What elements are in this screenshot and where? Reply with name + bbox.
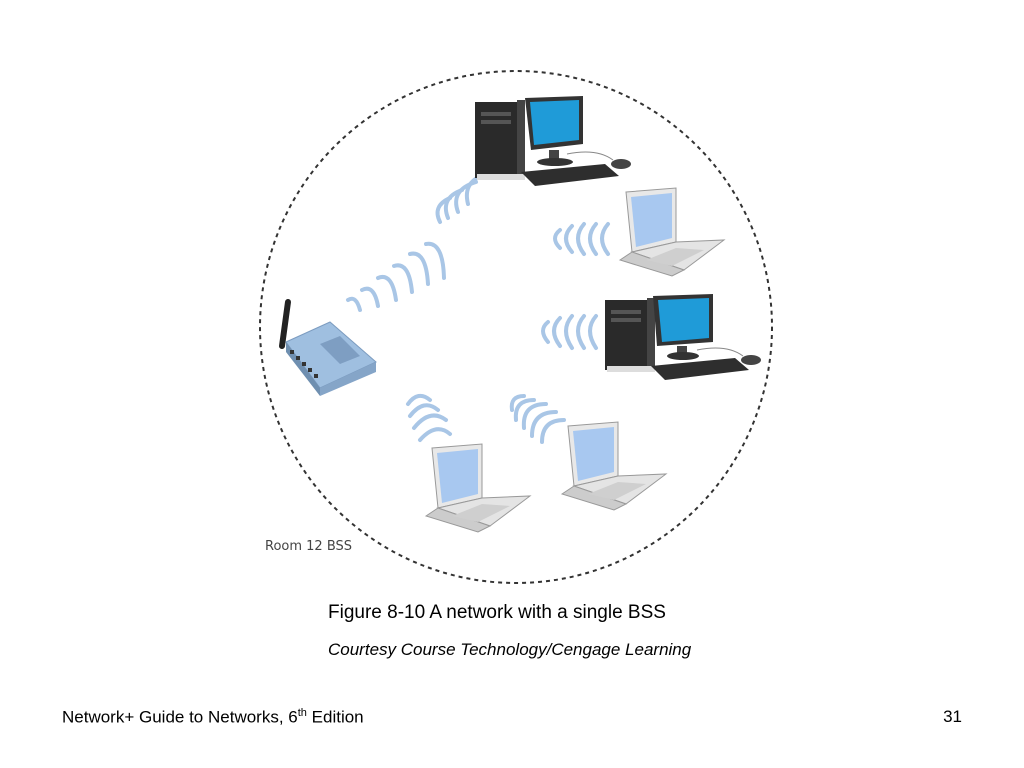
signal-laptop-1 — [553, 222, 610, 256]
figure-caption: Figure 8-10 A network with a single BSS — [328, 602, 666, 623]
router-ports — [290, 350, 318, 378]
mouse — [741, 355, 761, 365]
signal-router-to-desktop-1 — [346, 241, 446, 312]
laptop-screen — [437, 449, 478, 503]
bss-network-diagram: Room 12 BSS — [259, 70, 773, 584]
footer-book-title: Network+ Guide to Networks, 6th Edition — [62, 707, 364, 728]
bss-label: Room 12 BSS — [265, 539, 352, 554]
mouse — [611, 159, 631, 169]
access-point — [279, 299, 377, 396]
laptop-screen — [573, 427, 614, 481]
signal-desktop-1-arcs — [435, 172, 490, 224]
laptop-screen — [631, 193, 672, 247]
figure-credit: Courtesy Course Technology/Cengage Learn… — [328, 640, 692, 659]
desktop-computer-2 — [605, 294, 761, 380]
router-vent — [320, 336, 360, 364]
page-number: 31 — [943, 707, 962, 726]
keyboard — [651, 358, 749, 380]
signal-laptop-3 — [509, 394, 566, 444]
signal-laptop-2 — [406, 393, 452, 442]
antenna — [279, 299, 291, 349]
footer-book-suffix: Edition — [306, 707, 364, 727]
keyboard — [521, 164, 619, 186]
laptop-2 — [424, 443, 532, 533]
signal-waves — [346, 172, 610, 444]
footer-book-prefix: Network+ Guide to Networks, 6 — [62, 707, 298, 727]
footer-book-sup: th — [297, 707, 307, 719]
signal-desktop-2 — [541, 314, 598, 350]
bss-boundary-circle — [259, 70, 773, 584]
laptop-1 — [618, 187, 726, 277]
laptop-3 — [560, 421, 668, 511]
desktop-computer-1 — [475, 96, 631, 186]
